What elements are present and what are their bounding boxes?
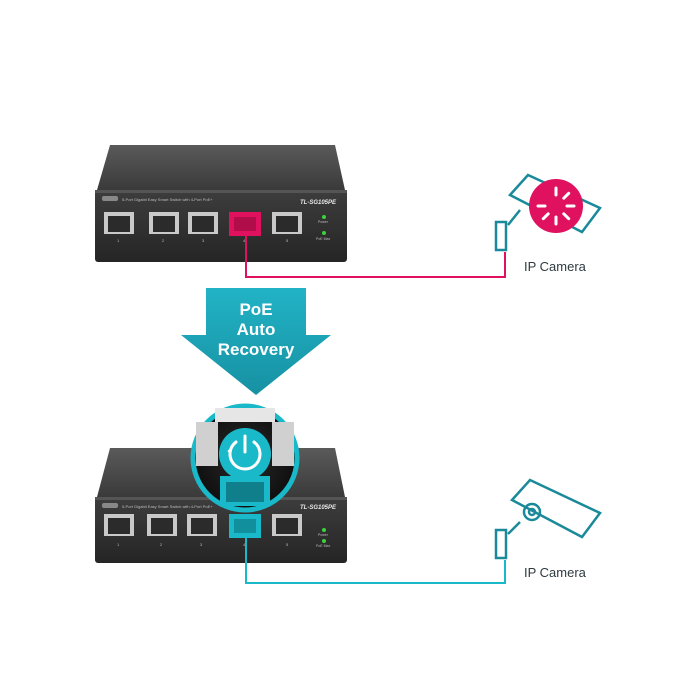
bottom-tplink-logo (102, 503, 118, 508)
top-power-led (322, 215, 326, 219)
top-port-3 (188, 212, 218, 234)
top-port-label-3: 3 (202, 238, 205, 243)
bottom-camera-label: IP Camera (524, 565, 586, 580)
bottom-port-label-5: 5 (286, 542, 289, 547)
bottom-power-led (322, 528, 326, 532)
poe-arrow (181, 288, 331, 395)
bottom-switch-description: 5-Port Gigabit Easy Smart Switch with 4-… (122, 504, 213, 509)
bottom-cable (245, 538, 506, 584)
zoom-inset (190, 403, 300, 513)
top-port-4-active (229, 212, 261, 236)
bottom-camera-icon (494, 478, 602, 560)
top-led-poe-label: PoE Max (316, 237, 331, 241)
bottom-port-label-4: 4 (243, 542, 246, 547)
top-port-label-5: 5 (286, 238, 289, 243)
arrow-line-2: Auto (236, 320, 276, 339)
arrow-line-3: Recovery (217, 340, 295, 359)
top-led-power-label: Power (318, 220, 328, 224)
bottom-port-2 (147, 514, 177, 536)
top-port-label-1: 1 (117, 238, 120, 243)
bottom-led-poe-label: PoE Max (316, 544, 331, 548)
power-restart-icon (227, 434, 262, 471)
top-port-label-4: 4 (243, 238, 246, 243)
top-port-label-2: 2 (162, 238, 165, 243)
bottom-port-label-2: 2 (160, 542, 163, 547)
top-cable (245, 236, 506, 278)
bottom-led-power-label: Power (318, 533, 328, 537)
bottom-port-5 (272, 514, 302, 536)
bottom-switch-model: TL-SG105PE (300, 505, 337, 511)
bottom-port-label-3: 3 (200, 542, 203, 547)
top-port-5 (272, 212, 302, 234)
bottom-port-4-active (229, 514, 261, 538)
bottom-port-label-1: 1 (117, 542, 120, 547)
top-poe-led (322, 231, 326, 235)
bottom-poe-led (322, 539, 326, 543)
top-tplink-logo (102, 196, 118, 201)
top-camera-label: IP Camera (524, 259, 586, 274)
top-switch (95, 145, 347, 262)
top-port-2 (149, 212, 179, 234)
top-switch-description: 5-Port Gigabit Easy Smart Switch with 4-… (122, 197, 213, 202)
arrow-line-1: PoE (239, 300, 273, 319)
bottom-port-1 (104, 514, 134, 536)
bottom-port-3 (187, 514, 217, 536)
loading-spinner-icon (529, 179, 583, 233)
top-port-1 (104, 212, 134, 234)
top-switch-model: TL-SG105PE (300, 200, 337, 206)
